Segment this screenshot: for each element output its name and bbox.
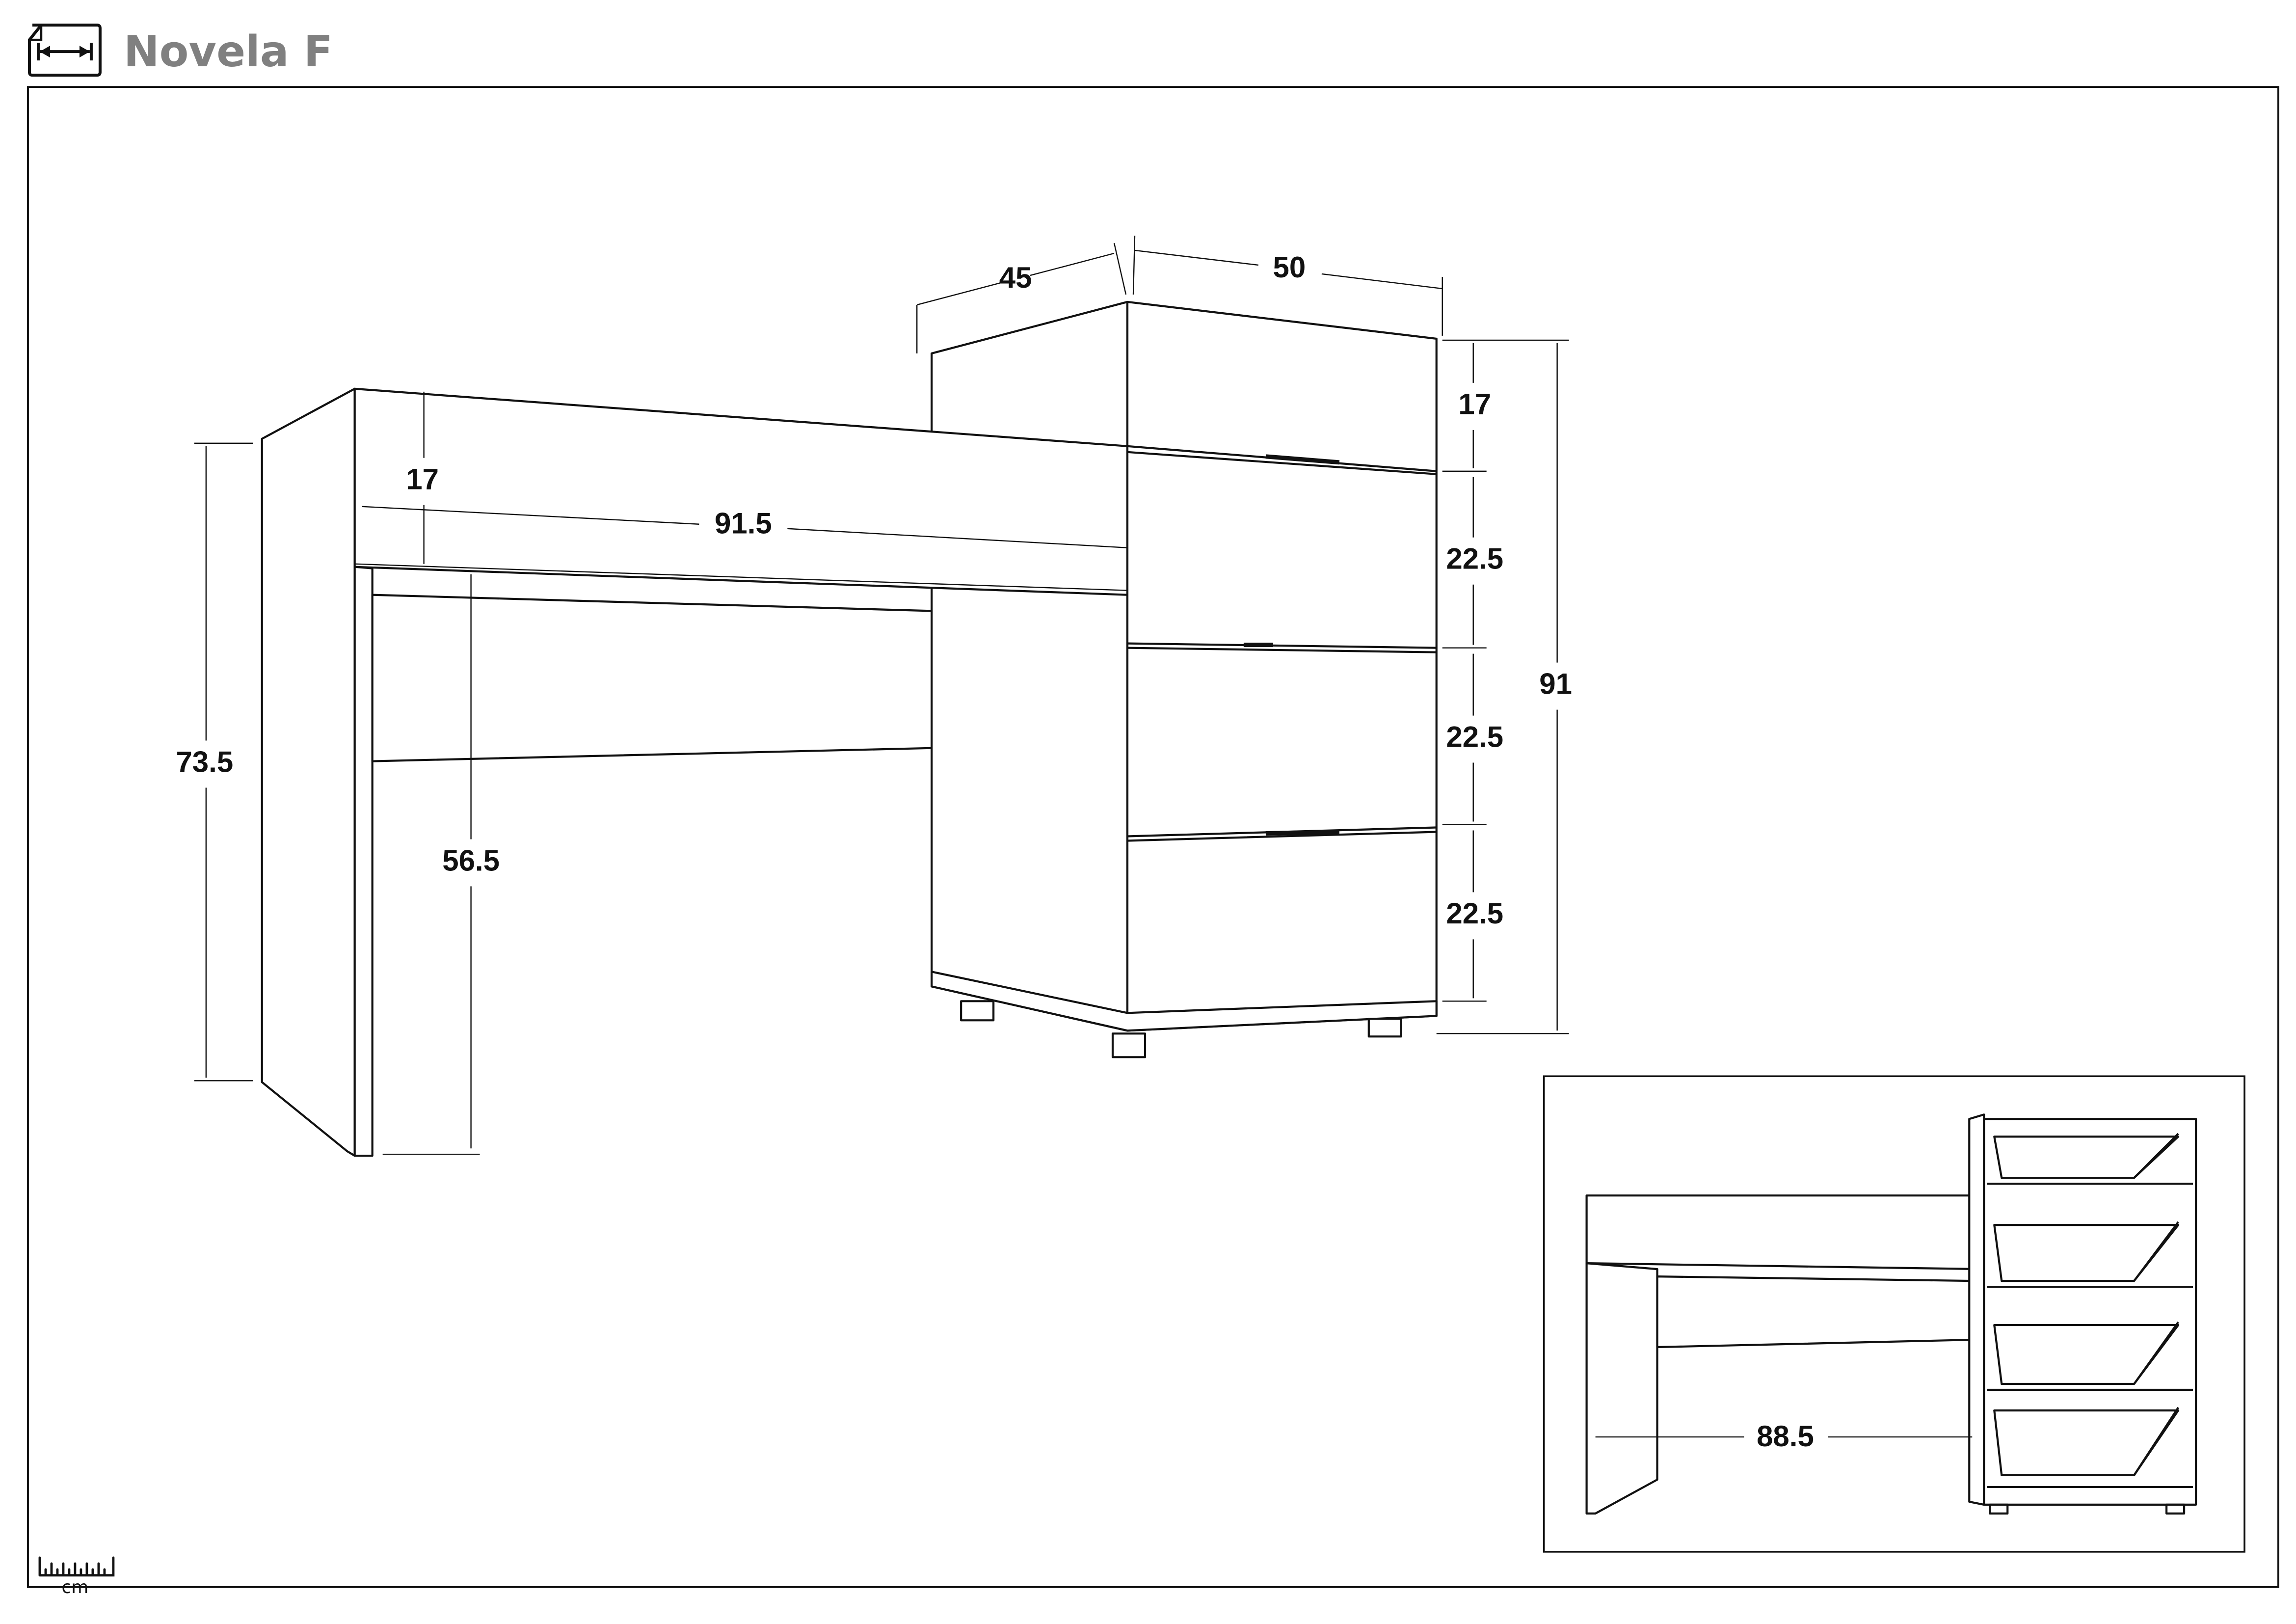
scale-unit-label: cm — [62, 1577, 89, 1597]
desk-drawing — [261, 300, 1438, 1157]
drawer-3-height-label: 22.5 — [1446, 720, 1503, 753]
inset-legroom-width-label: 88.5 — [1757, 1420, 1814, 1453]
desk-height-label: 73.5 — [176, 745, 233, 778]
desk-drawer-height-label: 17 — [406, 463, 439, 496]
cabinet-width-label: 50 — [1273, 251, 1306, 284]
product-title: Novela F — [124, 27, 333, 77]
ruler-icon — [38, 1556, 115, 1577]
drawer-4-height-label: 22.5 — [1446, 897, 1503, 930]
legroom-height-label: 56.5 — [442, 844, 500, 877]
depth-label: 45 — [999, 261, 1032, 294]
cabinet-height-label: 91 — [1539, 667, 1572, 700]
top-drawer-height-label: 17 — [1458, 388, 1491, 421]
dimension-sheet-icon — [27, 24, 102, 77]
inset-open-drawers-view — [1543, 1075, 2245, 1553]
drawing-frame — [27, 86, 2279, 1588]
desk-width-label: 91.5 — [715, 507, 772, 540]
drawer-2-height-label: 22.5 — [1446, 542, 1503, 575]
dimension-lines — [194, 235, 1569, 1155]
